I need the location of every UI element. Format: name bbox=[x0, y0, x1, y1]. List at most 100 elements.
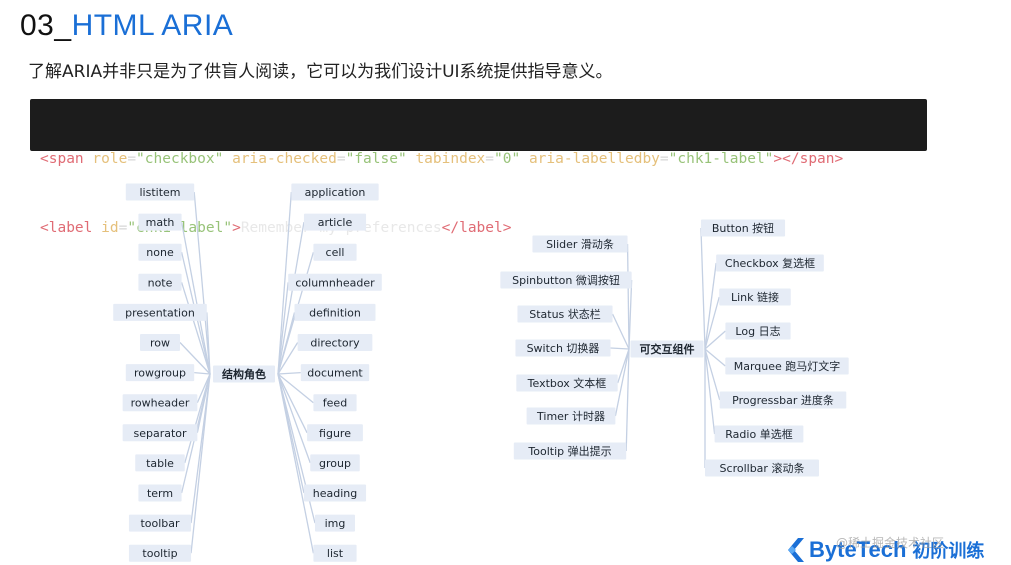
code-token: = bbox=[118, 220, 128, 236]
connector-line bbox=[704, 348, 726, 367]
interactive-left-item-label: Status 状态栏 bbox=[529, 307, 601, 321]
interactive-right-item-label: Link 链接 bbox=[731, 290, 779, 304]
code-token: role bbox=[92, 151, 128, 167]
code-token: aria-labelledby bbox=[528, 151, 660, 167]
brand-course: 初阶训练 bbox=[912, 541, 985, 562]
code-line-1: <span role="checkbox" aria-checked="fals… bbox=[40, 148, 927, 171]
interactive-right-item-label: Checkbox 复选框 bbox=[725, 256, 815, 270]
connector-line bbox=[196, 373, 211, 433]
interactive-left-item: Status 状态栏 bbox=[517, 305, 613, 323]
interactive-right-item: Radio 单选框 bbox=[714, 425, 804, 443]
structural-role-heading-label: heading bbox=[313, 487, 357, 500]
interactive-right-item-label: Button 按钮 bbox=[712, 221, 774, 235]
interactive-left-item-label: Tooltip 弹出提示 bbox=[527, 444, 611, 458]
interactive-right-item: Scrollbar 滚动条 bbox=[705, 459, 819, 477]
code-token: = bbox=[127, 151, 137, 167]
connector-line bbox=[704, 262, 717, 350]
interactive-right-item-label: Radio 单选框 bbox=[725, 428, 792, 441]
structural-roles-hub-label: 结构角色 bbox=[221, 367, 266, 381]
section-title: HTML ARIA bbox=[71, 9, 234, 42]
interactive-right-item: Checkbox 复选框 bbox=[716, 254, 824, 272]
connector-line bbox=[626, 243, 630, 350]
connector-line bbox=[277, 191, 292, 375]
code-token: <span bbox=[40, 151, 84, 167]
structural-role-document-label: document bbox=[307, 367, 363, 380]
connector-line bbox=[611, 313, 630, 350]
structural-role-rowheader: rowheader bbox=[122, 394, 198, 412]
code-token: = bbox=[485, 151, 495, 167]
structural-role-directory: directory bbox=[297, 334, 373, 351]
connector-line bbox=[704, 330, 726, 350]
structural-role-list-label: list bbox=[327, 547, 344, 560]
connector-line bbox=[700, 227, 706, 350]
code-token: <label bbox=[40, 220, 93, 236]
interactive-left-item: Switch 切换器 bbox=[515, 339, 611, 357]
structural-role-definition-label: definition bbox=[309, 306, 361, 319]
connector-line bbox=[193, 191, 211, 375]
code-token: "0" bbox=[494, 151, 521, 167]
code-block: <span role="checkbox" aria-checked="fals… bbox=[30, 99, 927, 236]
structural-role-feed: feed bbox=[313, 394, 357, 412]
interactive-right-item: Marquee 跑马灯文字 bbox=[725, 357, 849, 375]
code-token: = bbox=[659, 151, 669, 167]
interactive-right-item-label: Log 日志 bbox=[735, 325, 780, 338]
connector-line bbox=[704, 348, 716, 435]
connector-line bbox=[277, 373, 308, 434]
structural-role-note-label: note bbox=[148, 276, 173, 289]
interactive-components-hub: 可交互组件 bbox=[630, 340, 704, 358]
code-token: tabindex bbox=[415, 151, 486, 167]
structural-role-application-label: application bbox=[305, 186, 366, 199]
section-number: 03_ bbox=[20, 9, 72, 42]
interactive-left-item-label: Textbox 文本框 bbox=[527, 376, 607, 390]
structural-role-row: row bbox=[140, 334, 180, 351]
structural-role-table-label: table bbox=[146, 457, 174, 470]
structural-role-toolbar: toolbar bbox=[128, 514, 192, 532]
structural-role-math-label: math bbox=[146, 216, 175, 229]
structural-role-tooltip: tooltip bbox=[128, 544, 192, 562]
structural-role-list: list bbox=[313, 544, 357, 562]
structural-role-directory-label: directory bbox=[310, 337, 360, 350]
interactive-right-item-label: Marquee 跑马灯文字 bbox=[734, 359, 841, 373]
structural-role-img-label: img bbox=[325, 517, 346, 530]
structural-role-term: term bbox=[138, 484, 182, 502]
interactive-components-hub-label: 可交互组件 bbox=[640, 342, 695, 356]
structural-role-application: application bbox=[291, 183, 379, 201]
structural-role-group: group bbox=[310, 454, 360, 472]
structural-role-listitem-label: listitem bbox=[139, 186, 180, 199]
interactive-left-item: Slider 滑动条 bbox=[532, 235, 628, 253]
structural-role-separator-label: separator bbox=[133, 427, 187, 440]
structural-role-note: note bbox=[138, 273, 182, 291]
connector-line bbox=[190, 373, 211, 524]
slide-title: 03_HTML ARIA bbox=[20, 7, 233, 45]
connector-line bbox=[180, 221, 211, 375]
brand-name: ByteTech bbox=[809, 537, 907, 562]
structural-role-separator: separator bbox=[122, 424, 198, 442]
structural-role-heading: heading bbox=[303, 484, 367, 502]
structural-role-none-label: none bbox=[146, 246, 174, 259]
interactive-left-item: Spinbutton 微调按钮 bbox=[500, 271, 632, 289]
structural-roles-hub: 结构角色 bbox=[213, 365, 275, 383]
structural-role-document: document bbox=[300, 364, 370, 382]
connector-line bbox=[277, 221, 305, 375]
structural-role-term-label: term bbox=[147, 487, 173, 500]
bytetech-logo: ByteTech 初阶训练 bbox=[786, 536, 984, 564]
interactive-right-item: Button 按钮 bbox=[700, 219, 786, 237]
structural-role-columnheader-label: columnheader bbox=[295, 276, 375, 289]
structural-role-rowgroup: rowgroup bbox=[125, 364, 195, 382]
structural-role-article-label: article bbox=[318, 216, 353, 229]
structural-role-cell-label: cell bbox=[326, 246, 345, 259]
connector-line bbox=[614, 348, 630, 417]
connector-line bbox=[180, 282, 211, 375]
connector-line bbox=[179, 342, 211, 375]
structural-role-presentation: presentation bbox=[113, 303, 207, 321]
bytetech-logo-icon bbox=[788, 538, 804, 562]
structural-role-figure: figure bbox=[307, 424, 363, 442]
connector-line bbox=[277, 373, 311, 464]
structural-role-toolbar-label: toolbar bbox=[140, 517, 180, 530]
interactive-left-item: Timer 计时器 bbox=[526, 407, 616, 425]
structural-role-figure-label: figure bbox=[319, 427, 351, 440]
interactive-right-item-label: Progressbar 进度条 bbox=[732, 393, 834, 407]
code-token: "checkbox" bbox=[136, 151, 224, 167]
structural-role-tooltip-label: tooltip bbox=[142, 547, 177, 560]
connector-line bbox=[277, 342, 299, 375]
